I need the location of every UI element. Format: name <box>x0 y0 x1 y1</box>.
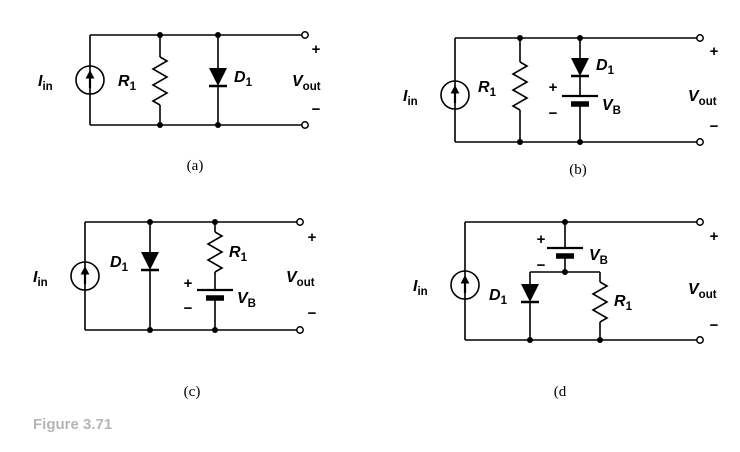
output-terminal-icons <box>301 31 309 129</box>
battery-minus-sign: − <box>537 257 546 274</box>
subfigure-caption: (c) <box>184 384 201 400</box>
subfigure-caption: (d <box>554 384 567 400</box>
battery-icon <box>562 94 598 107</box>
battery-plus-sign: + <box>549 79 558 96</box>
battery-label: VB <box>602 97 621 117</box>
circuit-d-wires <box>464 221 697 341</box>
battery-label: VB <box>589 247 608 267</box>
source-label: Iin <box>33 269 48 289</box>
resistor-icon <box>151 56 169 106</box>
output-label: Vout <box>292 73 321 93</box>
resistor-icon <box>206 231 224 273</box>
battery-icon <box>197 288 233 301</box>
output-plus-sign: + <box>312 41 321 58</box>
output-label: Vout <box>688 281 717 301</box>
output-plus-sign: + <box>710 228 719 245</box>
diode-icon <box>521 284 539 304</box>
battery-label: VB <box>237 290 256 310</box>
resistor-label: R1 <box>478 79 497 99</box>
diode-label: D1 <box>489 287 508 307</box>
output-plus-sign: + <box>308 229 317 246</box>
output-terminal-icons <box>296 218 304 334</box>
figure-caption: Figure 3.71 <box>33 416 112 433</box>
output-label: Vout <box>688 88 717 108</box>
resistor-label: R1 <box>614 293 633 313</box>
circuit-b: Iin R1 D1 + − VB + Vout − (b) <box>403 34 719 178</box>
resistor-label: R1 <box>229 244 248 264</box>
output-minus-sign: − <box>312 101 321 118</box>
resistor-icon <box>511 61 529 111</box>
circuit-d: Iin + − VB D1 R1 + Vout − (d <box>413 218 719 400</box>
current-source-icon <box>75 65 105 95</box>
source-label: Iin <box>413 278 428 298</box>
output-minus-sign: − <box>710 317 719 334</box>
output-terminal-icons <box>696 34 704 146</box>
junction-dots <box>157 32 221 128</box>
battery-minus-sign: − <box>549 105 558 122</box>
resistor-label: R1 <box>118 73 137 93</box>
output-minus-sign: − <box>308 305 317 322</box>
diode-label: D1 <box>596 57 615 77</box>
subfigure-caption: (a) <box>187 158 204 174</box>
diode-label: D1 <box>234 69 253 89</box>
source-label: Iin <box>403 88 418 108</box>
junction-dots <box>527 219 603 343</box>
subfigure-caption: (b) <box>569 162 587 178</box>
battery-icon <box>547 246 583 259</box>
resistor-icon <box>591 281 609 323</box>
circuit-a: Iin R1 D1 + Vout − (a) <box>38 31 321 174</box>
junction-dots <box>147 219 218 333</box>
diode-icon <box>141 252 159 272</box>
current-source-icon <box>450 270 480 300</box>
battery-plus-sign: + <box>184 275 193 292</box>
current-source-icon <box>70 261 100 291</box>
diode-icon <box>571 58 589 78</box>
output-terminal-icons <box>696 218 704 344</box>
output-label: Vout <box>286 269 315 289</box>
output-plus-sign: + <box>710 43 719 60</box>
diode-icon <box>209 68 227 88</box>
circuit-c: Iin D1 R1 + − VB + Vout − (c) <box>33 218 317 400</box>
battery-minus-sign: − <box>184 300 193 317</box>
junction-dots <box>517 35 583 145</box>
output-minus-sign: − <box>710 118 719 135</box>
battery-plus-sign: + <box>537 231 546 248</box>
current-source-icon <box>440 80 470 110</box>
source-label: Iin <box>38 73 53 93</box>
diode-label: D1 <box>110 254 129 274</box>
